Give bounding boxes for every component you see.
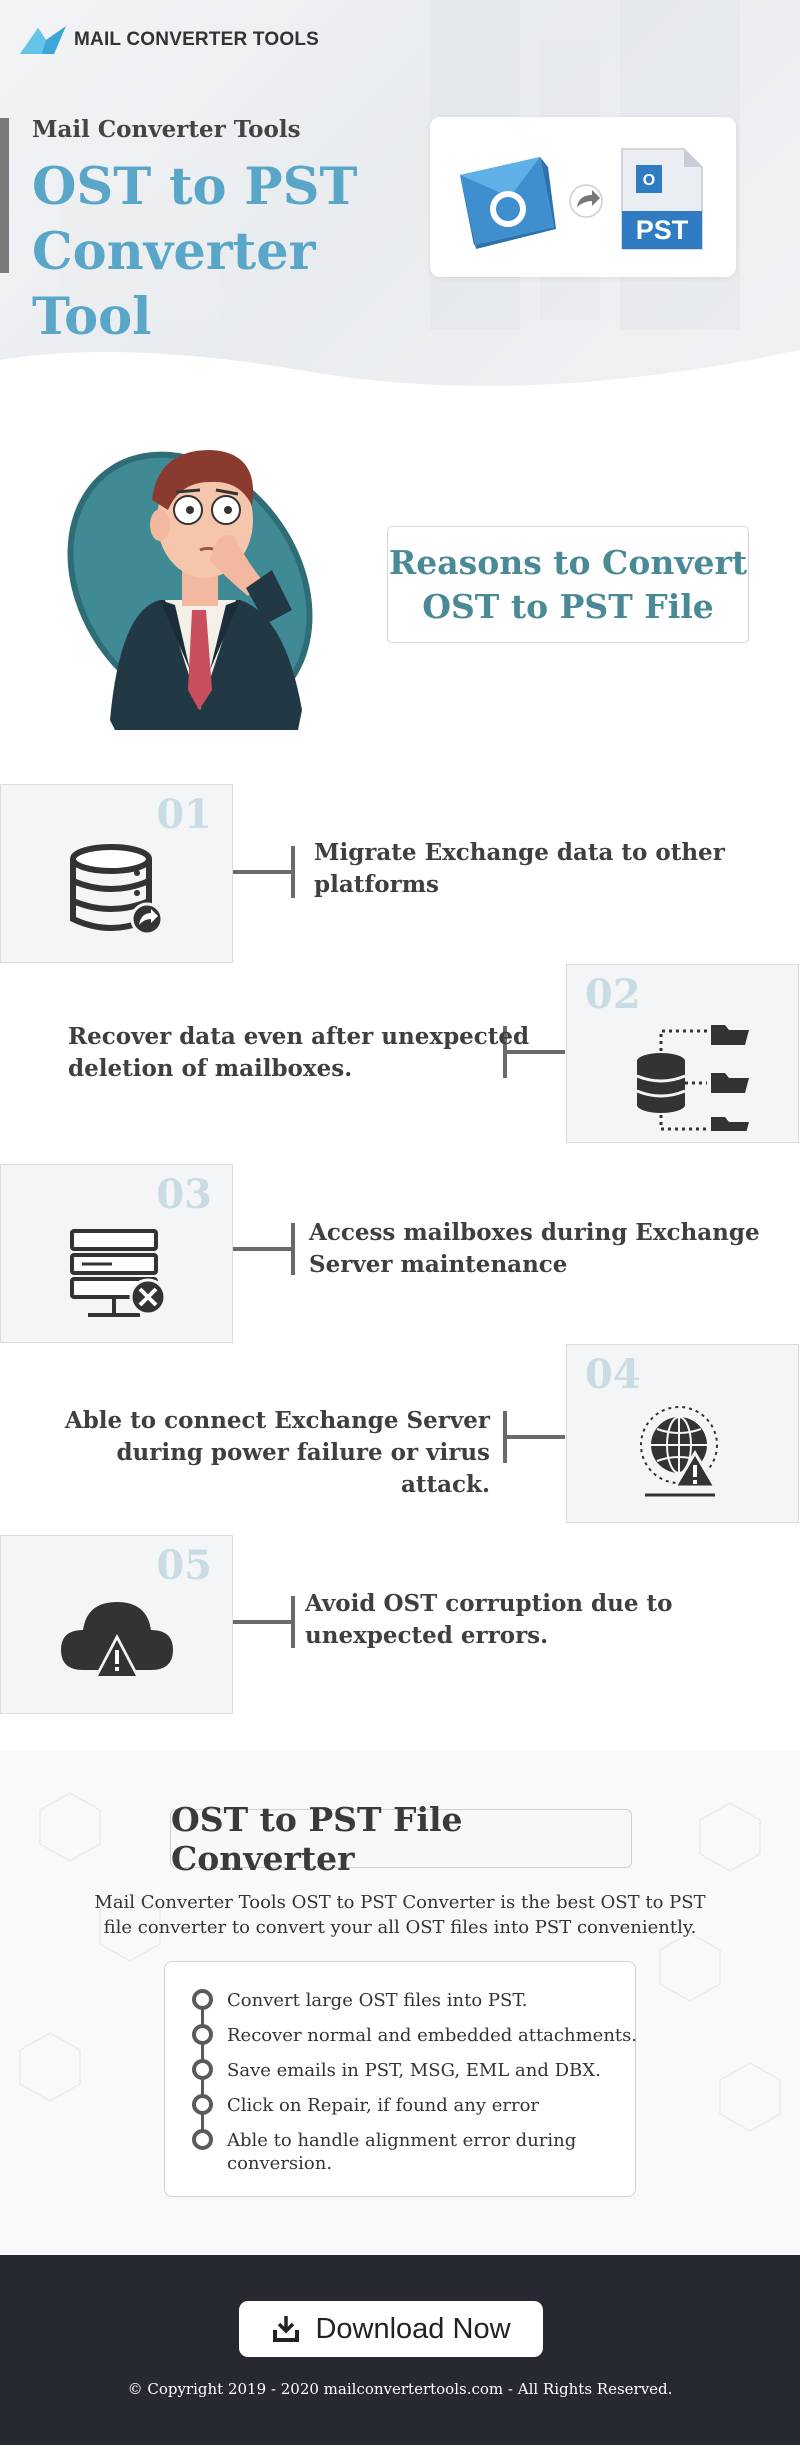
hero-accent-bar xyxy=(0,118,9,273)
download-now-button[interactable]: Download Now xyxy=(239,2301,543,2357)
reason-card-05: 05 xyxy=(0,1535,233,1714)
brand-logo[interactable]: MAIL CONVERTER TOOLS xyxy=(20,24,319,56)
reason-text-line: Recover data even after unexpected xyxy=(68,1023,530,1050)
brand-name: MAIL CONVERTER TOOLS xyxy=(74,29,320,50)
reasons-title: Reasons to Convert OST to PST File xyxy=(389,541,747,629)
hexagon-background xyxy=(19,1792,781,2132)
reasons-heading-box: Reasons to Convert OST to PST File xyxy=(387,526,749,643)
feature-list-box xyxy=(164,1961,636,2197)
reason-text-02: Recover data even after unexpected delet… xyxy=(68,1021,529,1085)
connector-03 xyxy=(233,1223,295,1275)
converter-description: Mail Converter Tools OST to PST Converte… xyxy=(94,1892,706,1938)
bullet-ring-icon xyxy=(192,1989,213,2010)
feature-text: Convert large OST files into PST. xyxy=(227,1990,528,2011)
hero-wave-divider xyxy=(0,350,800,420)
copyright-text: © Copyright 2019 - 2020 mailconvertertoo… xyxy=(127,2380,673,2398)
converter-title: OST to PST File Converter xyxy=(171,1799,463,1878)
pst-file-icon: O xyxy=(621,148,703,250)
hero-section: MAIL CONVERTER TOOLS Mail Converter Tool… xyxy=(0,0,800,420)
reason-number: 04 xyxy=(585,1351,641,1398)
ost-envelope-icon xyxy=(460,157,556,249)
feature-item: Click on Repair, if found any error xyxy=(192,2094,539,2117)
svg-text:O: O xyxy=(643,172,655,189)
connector-02 xyxy=(503,1026,565,1078)
hero-title-line1: OST to PST xyxy=(32,157,358,217)
feature-item: Save emails in PST, MSG, EML and DBX. xyxy=(192,2059,601,2082)
server-tools-icon xyxy=(69,1229,166,1317)
reason-text-line: Migrate Exchange data to other xyxy=(314,839,725,866)
feature-text: Able to handle alignment error during co… xyxy=(227,2130,577,2174)
reason-number: 01 xyxy=(156,791,212,838)
bullet-ring-icon xyxy=(192,2129,213,2150)
bullet-ring-icon xyxy=(192,2094,213,2115)
reason-text-line: unexpected errors. xyxy=(305,1622,549,1649)
feature-item: Recover normal and embedded attachments. xyxy=(192,2024,637,2047)
reason-number: 05 xyxy=(156,1542,212,1589)
reason-text-04: Able to connect Exchange Server during p… xyxy=(40,1405,490,1501)
reason-number: 02 xyxy=(585,971,641,1018)
reason-text-line: Avoid OST corruption due to xyxy=(305,1590,673,1617)
bullet-ring-icon xyxy=(192,2024,213,2045)
connector-01 xyxy=(233,846,295,898)
feature-item: Able to handle alignment error during co… xyxy=(192,2129,577,2175)
arrow-icon xyxy=(569,184,603,218)
feature-text: Recover normal and embedded attachments. xyxy=(227,2025,638,2046)
database-export-icon xyxy=(69,844,163,936)
reasons-title-line1: Reasons to Convert xyxy=(388,542,748,582)
hero-title-line2: Converter Tool xyxy=(32,222,316,347)
database-folders-icon xyxy=(636,1025,750,1131)
download-icon xyxy=(273,2316,300,2342)
feature-text: Click on Repair, if found any error xyxy=(227,2095,540,2116)
mail-logo-icon xyxy=(20,26,66,54)
reason-text-line: during power failure or virus attack. xyxy=(116,1439,490,1498)
ost-to-pst-illustration: O PST xyxy=(460,148,703,250)
reason-text-05: Avoid OST corruption due to unexpected e… xyxy=(305,1588,672,1652)
reason-card-04: 04 xyxy=(566,1344,799,1523)
bullet-ring-icon xyxy=(192,2059,213,2080)
reason-card-01: 01 xyxy=(0,784,233,963)
reason-text-line: Access mailboxes during Exchange xyxy=(309,1219,760,1246)
connector-04 xyxy=(503,1411,565,1463)
reason-card-02: 02 xyxy=(566,964,799,1143)
reason-text-line: Server maintenance xyxy=(309,1251,568,1278)
thinking-man-illustration xyxy=(67,450,313,730)
conversion-illustration-card: O PST xyxy=(430,117,736,277)
reason-number: 03 xyxy=(156,1171,212,1218)
reason-text-03: Access mailboxes during Exchange Server … xyxy=(309,1217,760,1281)
pst-label: PST xyxy=(636,215,689,245)
cloud-warning-icon xyxy=(60,1602,173,1680)
globe-warning-icon xyxy=(639,1406,718,1497)
hero-title: OST to PST Converter Tool xyxy=(32,155,452,350)
reason-text-line: Able to connect Exchange Server xyxy=(64,1407,490,1434)
reason-card-03: 03 xyxy=(0,1164,233,1343)
feature-text: Save emails in PST, MSG, EML and DBX. xyxy=(227,2060,601,2081)
reasons-title-line2: OST to PST File xyxy=(422,586,714,626)
connector-05 xyxy=(233,1596,295,1648)
reason-text-line: deletion of mailboxes. xyxy=(68,1055,353,1082)
feature-item: Convert large OST files into PST. xyxy=(192,1989,527,2012)
download-button-label: Download Now xyxy=(315,2312,511,2345)
converter-title-box: OST to PST File Converter xyxy=(170,1800,632,1878)
reason-text-01: Migrate Exchange data to other platforms xyxy=(314,837,725,901)
hero-kicker: Mail Converter Tools xyxy=(32,116,301,143)
reason-text-line: platforms xyxy=(314,871,439,898)
